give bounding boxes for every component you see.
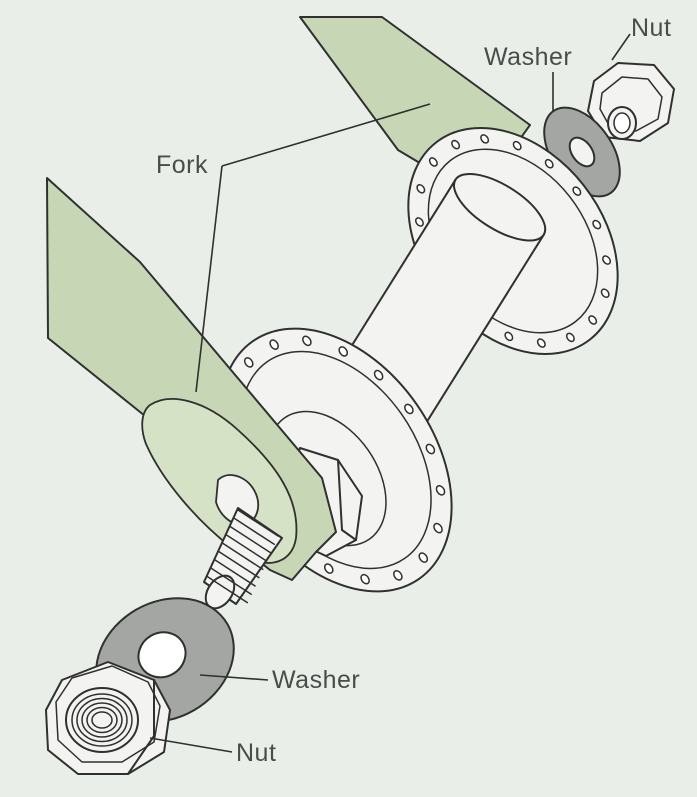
spoke-hole (592, 219, 602, 230)
spoke-hole (504, 331, 514, 342)
spoke-hole (393, 570, 403, 581)
thread-line (221, 542, 264, 571)
label-fork: Fork (156, 151, 208, 179)
axle-threaded-end (203, 507, 283, 610)
spoke-hole (600, 288, 610, 299)
spoke-hole (565, 332, 575, 343)
thread-line (210, 567, 252, 596)
spoke-hole (404, 403, 414, 415)
fork-dropout-slot (215, 474, 260, 526)
spoke-hole (480, 134, 490, 144)
nut-thread-ring (81, 702, 123, 738)
leader-washer-bottom (199, 674, 269, 681)
label-nut-bottom: Nut (236, 739, 277, 767)
nut-right (587, 62, 675, 142)
spoke-hole (433, 522, 443, 534)
leader-lines (149, 33, 631, 753)
leader-fork-left (195, 165, 223, 393)
spoke-hole (418, 552, 429, 563)
thread-line (214, 559, 256, 587)
thread-line (233, 517, 275, 546)
label-washer-bottom: Washer (272, 666, 361, 694)
spoke-hole (451, 139, 461, 150)
leader-nut-top (611, 33, 631, 61)
spoke-hole (435, 485, 446, 496)
spoke-hole (302, 335, 312, 347)
label-nut-top: Nut (631, 14, 672, 42)
nut-thread-ring (76, 697, 128, 743)
spoke-hole (428, 157, 438, 167)
spoke-hole (323, 563, 334, 574)
spoke-hole (243, 357, 254, 368)
nut-thread-ring (86, 706, 118, 734)
spoke-hole (572, 186, 582, 196)
spoke-hole (544, 158, 554, 169)
thread-line (218, 550, 260, 579)
spoke-hole (602, 255, 612, 265)
spoke-hole (416, 183, 426, 194)
spoke-hole (414, 217, 424, 227)
leader-nut-bottom (149, 737, 233, 753)
spoke-hole (425, 443, 436, 455)
leader-fork-right (221, 103, 431, 167)
spoke-hole (373, 369, 384, 381)
thread-line (229, 525, 272, 554)
spoke-hole (536, 338, 546, 348)
label-washer-top: Washer (484, 43, 573, 71)
thread-line (225, 534, 268, 562)
nut-thread-ring (91, 711, 113, 729)
thread-line (206, 575, 249, 604)
nut-thread-ring (71, 693, 133, 747)
spoke-hole (338, 346, 349, 357)
spoke-hole (512, 140, 522, 151)
thread-line (237, 509, 279, 537)
spoke-hole (588, 315, 598, 325)
spoke-hole (360, 573, 370, 585)
nut-left (45, 661, 171, 775)
spoke-hole (269, 339, 279, 350)
